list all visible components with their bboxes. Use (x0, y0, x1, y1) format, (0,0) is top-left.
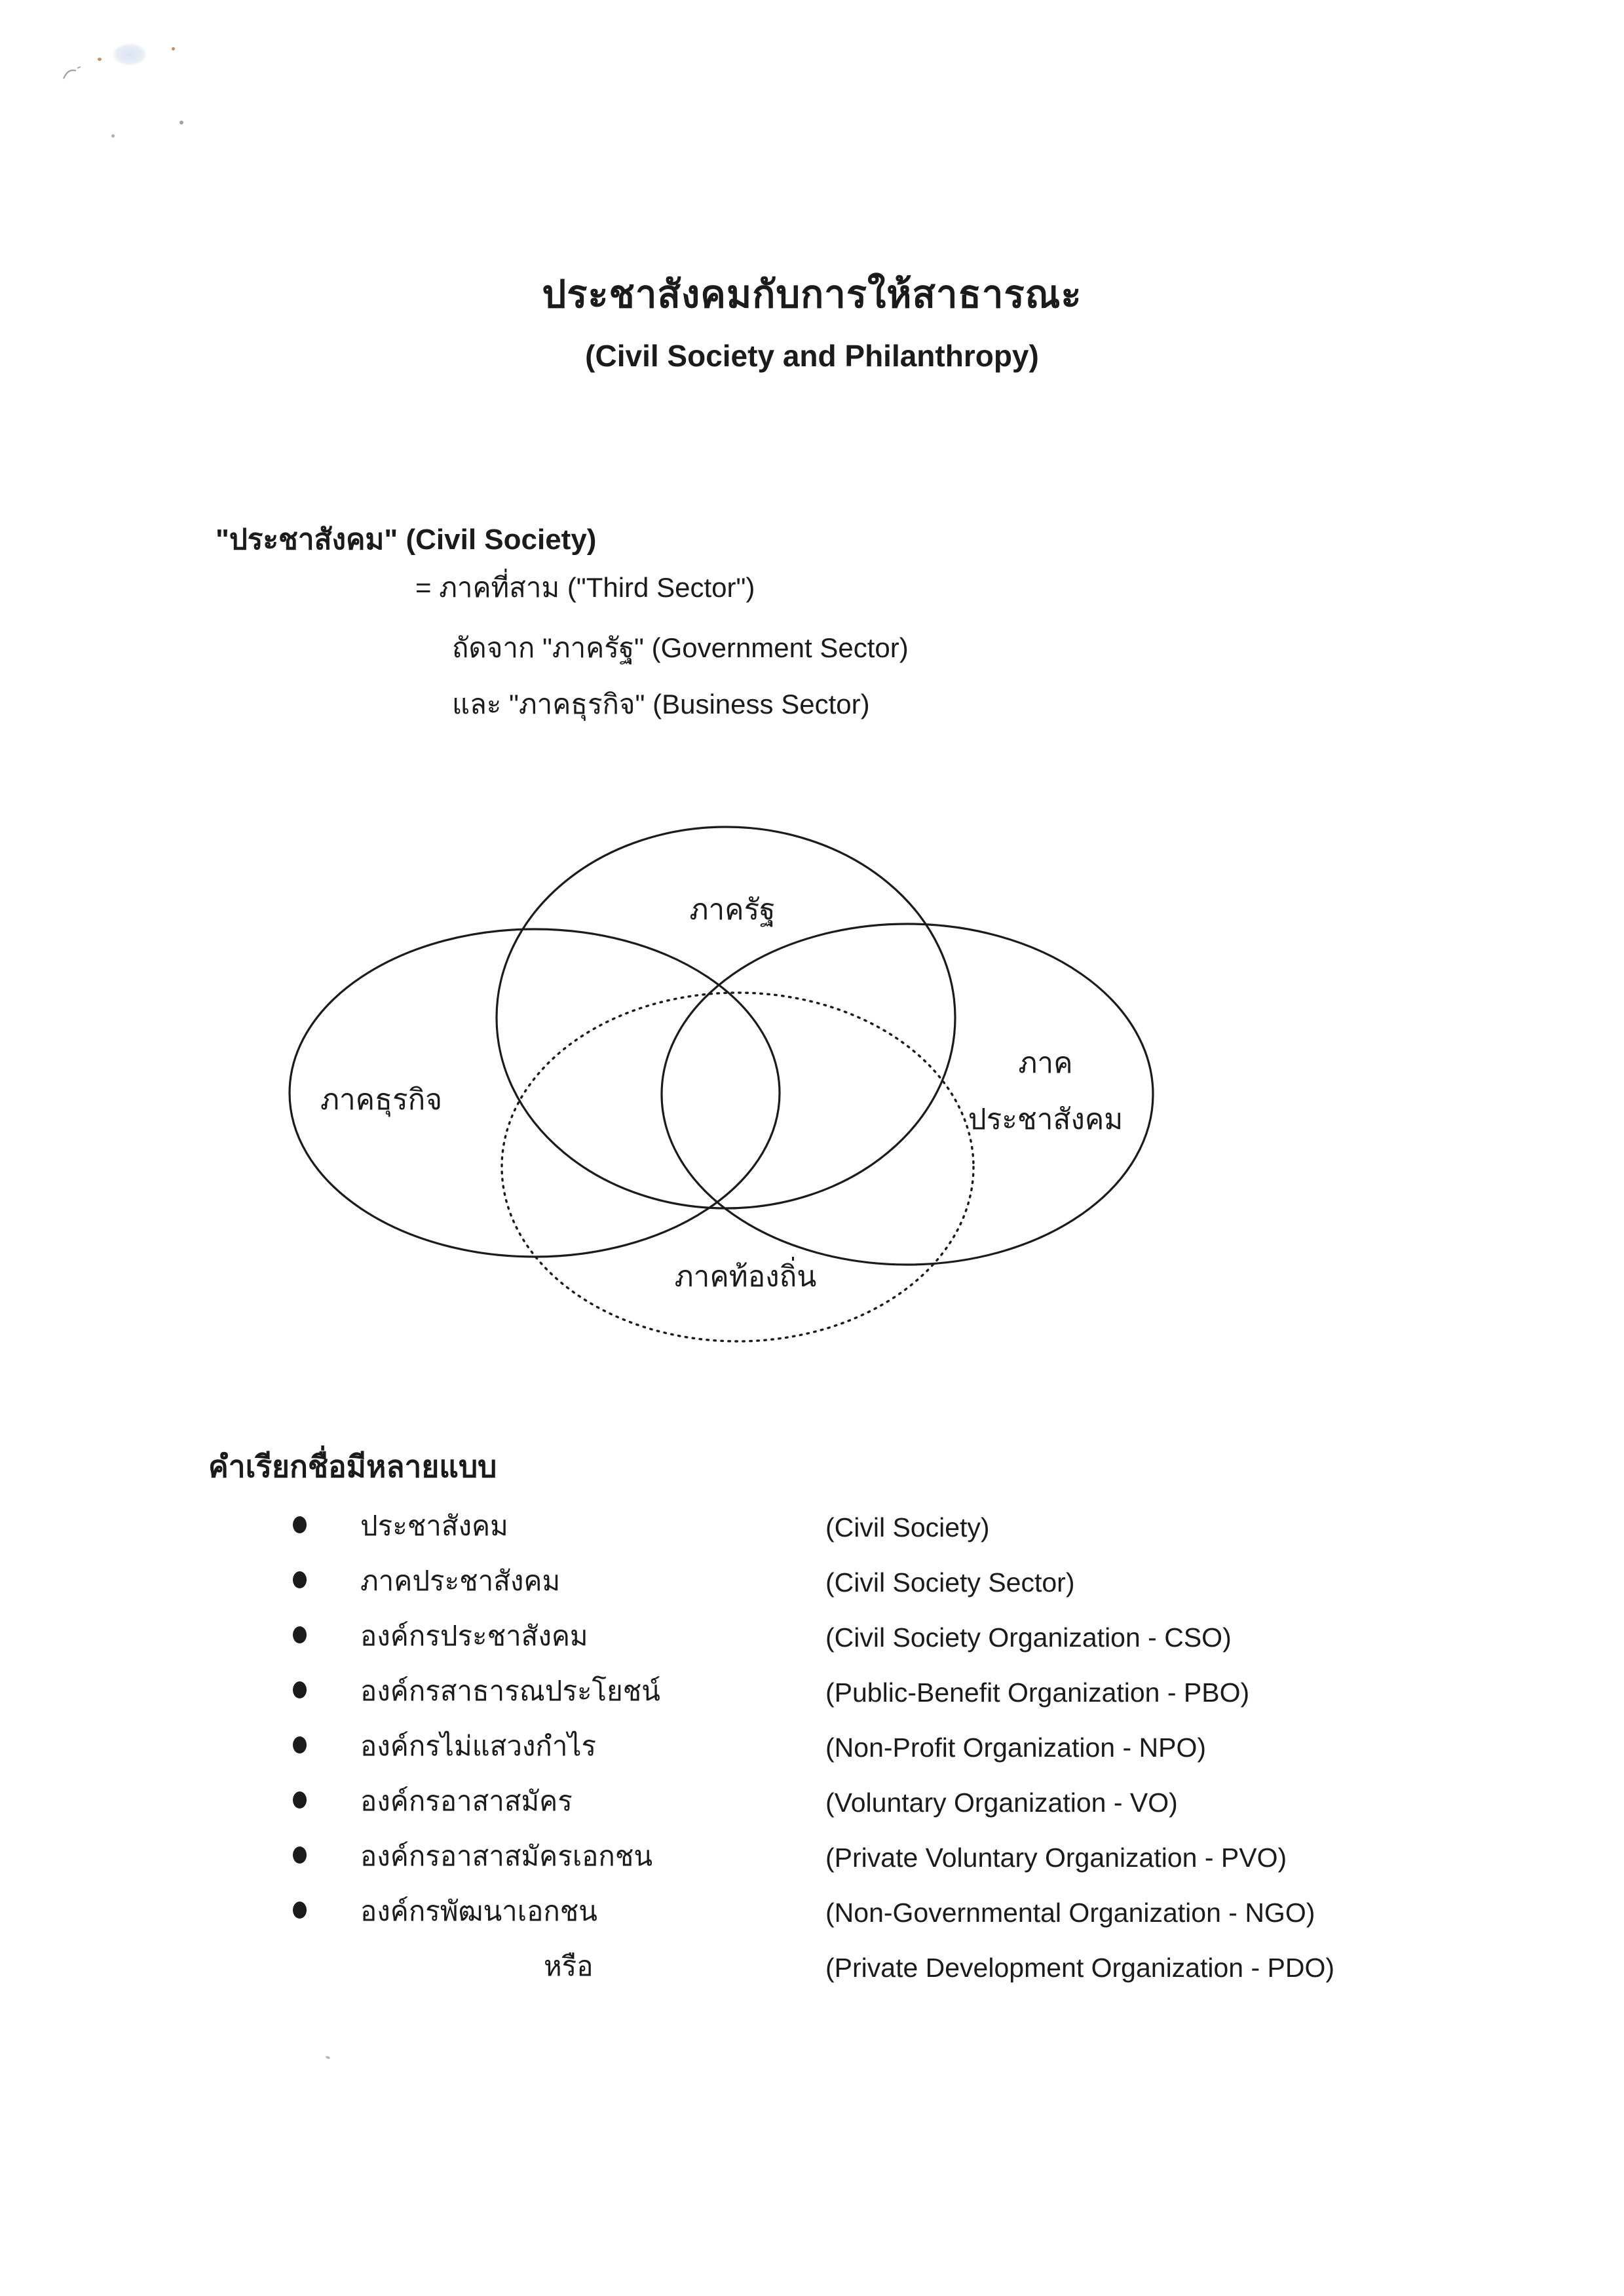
name-thai: ภาคประชาสังคม (360, 1565, 561, 1596)
name-english: (Civil Society Sector) (825, 1567, 1075, 1598)
name-english: (Public-Benefit Organization - PBO) (825, 1677, 1250, 1708)
name-row: องค์กรประชาสังคม (Civil Society Organiza… (0, 1617, 1624, 1663)
business-circle (288, 928, 781, 1258)
name-thai: องค์กรพัฒนาเอกชน (360, 1896, 597, 1926)
definition-line-business-sector: และ "ภาคธุรกิจ" (Business Sector) (452, 689, 870, 719)
name-row: ภาคประชาสังคม (Civil Society Sector) (0, 1562, 1624, 1608)
name-thai: องค์กรสาธารณประโยชน์ (360, 1675, 660, 1706)
pencil-mark (63, 66, 81, 79)
name-thai: องค์กรไม่แสวงกำไร (360, 1731, 597, 1761)
name-row: หรือ (Private Development Organization -… (0, 1947, 1624, 1993)
name-row: องค์กรไม่แสวงกำไร (Non-Profit Organizati… (0, 1727, 1624, 1773)
bullet-icon (293, 1791, 307, 1808)
page-title-thai: ประชาสังคมกับการให้สาธารณะ (542, 273, 1082, 316)
scan-speck (172, 47, 175, 50)
bullet-icon (293, 1571, 307, 1588)
name-english: (Non-Profit Organization - NPO) (825, 1732, 1207, 1763)
name-english: (Civil Society) (825, 1512, 990, 1542)
definition-line-third-sector: = ภาคที่สาม ("Third Sector") (415, 572, 755, 603)
civil-society-label-line1: ภาค (1018, 1047, 1073, 1079)
venn-diagram (288, 826, 1154, 1343)
name-english: (Non-Governmental Organization - NGO) (825, 1898, 1315, 1928)
business-circle-label: ภาคธุรกิจ (320, 1084, 443, 1116)
name-row: องค์กรอาสาสมัครเอกชน (Private Voluntary … (0, 1837, 1624, 1883)
name-english: (Private Voluntary Organization - PVO) (825, 1843, 1287, 1873)
bullet-icon (293, 1902, 307, 1919)
scan-smudge (113, 43, 147, 66)
scan-speck (111, 134, 115, 138)
bullet-icon (293, 1626, 307, 1643)
scan-speck (325, 2055, 331, 2060)
local-circle-label: ภาคท้องถิ่น (674, 1261, 817, 1293)
bullet-icon (293, 1516, 307, 1533)
name-row: องค์กรพัฒนาเอกชน (Non-Governmental Organ… (0, 1892, 1624, 1938)
civil-society-label-line2: ประชาสังคม (968, 1103, 1124, 1136)
name-row: ประชาสังคม (Civil Society) (0, 1507, 1624, 1553)
scan-speck (179, 121, 183, 124)
definition-heading: "ประชาสังคม" (Civil Society) (216, 524, 597, 556)
name-thai: องค์กรประชาสังคม (360, 1620, 588, 1651)
names-section-heading: คำเรียกชื่อมีหลายแบบ (208, 1449, 497, 1483)
civil-society-circle-label: ภาค ประชาสังคม (968, 1035, 1124, 1148)
name-english: (Civil Society Organization - CSO) (825, 1622, 1232, 1653)
scan-speck (98, 58, 102, 61)
definition-line-government-sector: ถัดจาก "ภาครัฐ" (Government Sector) (452, 632, 909, 663)
bullet-icon (293, 1736, 307, 1753)
name-thai: องค์กรอาสาสมัคร (360, 1786, 573, 1816)
name-english: (Private Development Organization - PDO) (825, 1953, 1335, 1983)
name-thai: หรือ (544, 1951, 594, 1981)
name-thai: ประชาสังคม (360, 1510, 508, 1541)
name-english: (Voluntary Organization - VO) (825, 1788, 1178, 1818)
government-circle (495, 826, 956, 1210)
civil-society-circle (660, 923, 1154, 1266)
name-row: องค์กรอาสาสมัคร (Voluntary Organization … (0, 1782, 1624, 1828)
name-thai: องค์กรอาสาสมัครเอกชน (360, 1841, 653, 1871)
local-circle (500, 991, 975, 1343)
page-title-english: (Civil Society and Philanthropy) (585, 339, 1039, 373)
bullet-icon (293, 1681, 307, 1698)
government-circle-label: ภาครัฐ (689, 894, 776, 926)
name-row: องค์กรสาธารณประโยชน์ (Public-Benefit Org… (0, 1672, 1624, 1718)
bullet-icon (293, 1846, 307, 1864)
